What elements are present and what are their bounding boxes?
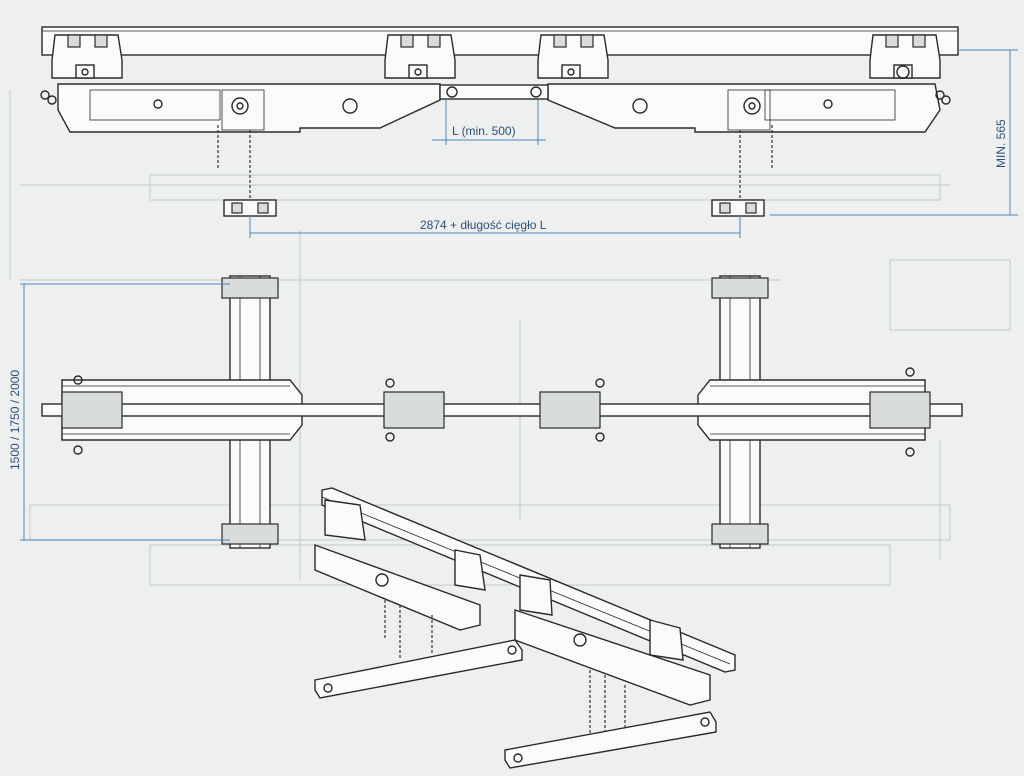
isometric-view <box>314 487 736 769</box>
left-hook-block <box>223 199 277 217</box>
dim-span: 2874 + długość cięgło L <box>249 215 741 238</box>
trolley-plan-2 <box>383 378 445 442</box>
trolley-plan-1 <box>61 375 123 455</box>
iso-upper-spreader <box>314 639 523 699</box>
right-hook-block <box>711 199 765 217</box>
dim-span-label: 2874 + długość cięgło L <box>420 218 547 232</box>
dim-height-min-label: MIN. 565 <box>994 119 1008 168</box>
rail-beam <box>41 26 959 56</box>
left-hoist-body <box>40 83 441 133</box>
dim-width-label: 1500 / 1750 / 2000 <box>8 370 22 470</box>
side-elevation-view: L (min. 500) 2874 + długość cięgło L MIN… <box>40 26 1018 238</box>
background-ghost-drawing <box>9 90 1011 586</box>
coupling-bar <box>439 84 549 100</box>
trolley-plan-3 <box>539 378 605 442</box>
rail-plan <box>41 403 963 417</box>
trolley-1 <box>51 34 123 79</box>
trolley-4 <box>869 34 941 79</box>
plan-view: 1500 / 1750 / 2000 <box>8 275 963 549</box>
dim-l-min-label: L (min. 500) <box>452 124 516 138</box>
iso-left-hoist <box>314 544 481 631</box>
iso-right-hoist <box>514 609 711 706</box>
right-hoist-body <box>547 83 951 133</box>
trolley-2 <box>384 34 456 79</box>
dim-height-min: MIN. 565 <box>770 49 1018 216</box>
dim-l-min: L (min. 500) <box>432 100 546 145</box>
iso-lower-spreader <box>504 711 717 769</box>
dim-width: 1500 / 1750 / 2000 <box>8 283 230 541</box>
trolley-3 <box>537 34 609 79</box>
trolley-plan-4 <box>869 367 931 457</box>
